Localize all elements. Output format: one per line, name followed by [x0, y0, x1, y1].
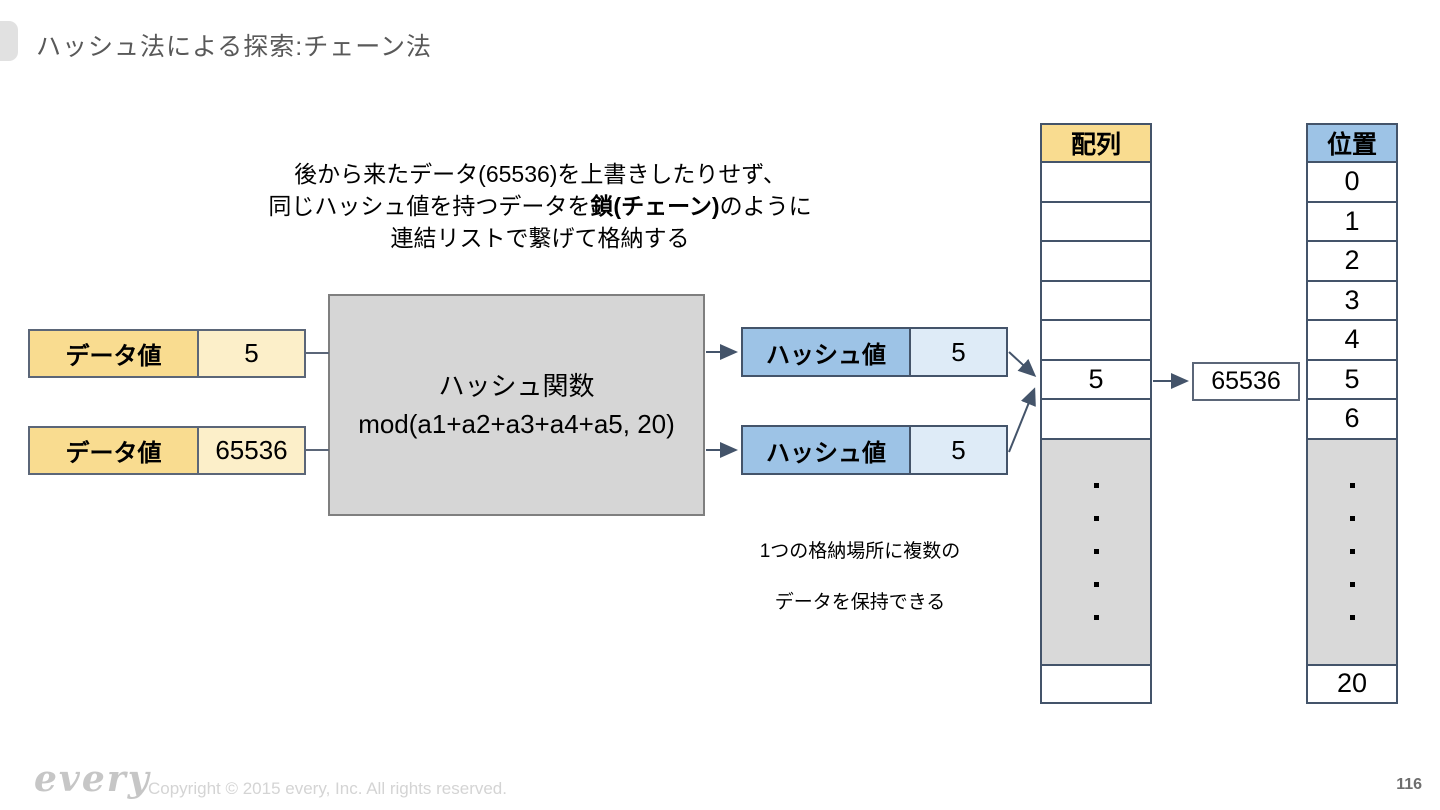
hash-function-box: ハッシュ関数 mod(a1+a2+a3+a4+a5, 20): [328, 294, 705, 516]
note-text: 1つの格納場所に複数の データを保持できる: [732, 536, 988, 614]
data-value-box-1: データ値 5: [28, 329, 306, 378]
explanation-text: 後から来たデータ(65536)を上書きしたりせず、 同じハッシュ値を持つデータを…: [230, 158, 850, 254]
array-cell-last: [1042, 665, 1150, 702]
explanation-line-2: 同じハッシュ値を持つデータを鎖(チェーン)のように: [268, 193, 812, 219]
hash-value-box-2: ハッシュ値 5: [741, 425, 1008, 475]
position-column: 位置 0 1 2 3 4 5 6 20: [1306, 123, 1398, 704]
position-cell-5: 5: [1308, 360, 1396, 400]
position-cell-last: 20: [1308, 665, 1396, 702]
array-ellipsis-dots: [1042, 439, 1150, 666]
position-ellipsis-dots: [1308, 439, 1396, 666]
position-cell-4: 4: [1308, 321, 1396, 361]
copyright-text: Copyright © 2015 every, Inc. All rights …: [148, 779, 507, 798]
position-cell-6: 6: [1308, 400, 1396, 440]
note-line-2: データを保持できる: [774, 592, 946, 613]
chained-value-box: 65536: [1192, 362, 1300, 401]
explanation-line-1: 後から来たデータ(65536)を上書きしたりせず、: [294, 161, 786, 187]
position-cell-2: 2: [1308, 242, 1396, 282]
hash-value-number: 5: [911, 327, 1008, 377]
position-cell-1: 1: [1308, 202, 1396, 242]
array-cell-1: [1042, 202, 1150, 242]
page-title: ハッシュ法による探索:チェーン法: [36, 33, 432, 61]
data-value-label: データ値: [28, 426, 199, 475]
explanation-line-3: 連結リストで繋げて格納する: [390, 225, 690, 251]
data-value-number: 65536: [199, 426, 306, 475]
array-cell-3: [1042, 281, 1150, 321]
hash-value-number: 5: [911, 425, 1008, 475]
data-value-label: データ値: [28, 329, 199, 378]
position-cell-0: 0: [1308, 163, 1396, 203]
array-cell-6: [1042, 400, 1150, 440]
array-cell-5: 5: [1042, 360, 1150, 400]
array-cell-4: [1042, 321, 1150, 361]
title-marker: [0, 21, 18, 61]
note-line-1: 1つの格納場所に複数の: [759, 541, 961, 562]
data-value-number: 5: [199, 329, 306, 378]
position-cell-3: 3: [1308, 281, 1396, 321]
every-logo: every: [34, 758, 151, 800]
hash-value-box-1: ハッシュ値 5: [741, 327, 1008, 377]
hash-value-label: ハッシュ値: [741, 425, 911, 475]
array-column-header: 配列: [1042, 125, 1150, 163]
hash-function-title: ハッシュ関数: [438, 371, 595, 401]
hash-value-label: ハッシュ値: [741, 327, 911, 377]
hash-function-formula: mod(a1+a2+a3+a4+a5, 20): [358, 409, 675, 439]
position-column-header: 位置: [1308, 125, 1396, 163]
data-value-box-2: データ値 65536: [28, 426, 306, 475]
array-column: 配列 5: [1040, 123, 1152, 704]
array-cell-2: [1042, 242, 1150, 282]
array-cell-0: [1042, 163, 1150, 203]
page-number: 116: [1396, 776, 1422, 793]
explanation-bold-chain: 鎖(チェーン): [590, 193, 720, 219]
